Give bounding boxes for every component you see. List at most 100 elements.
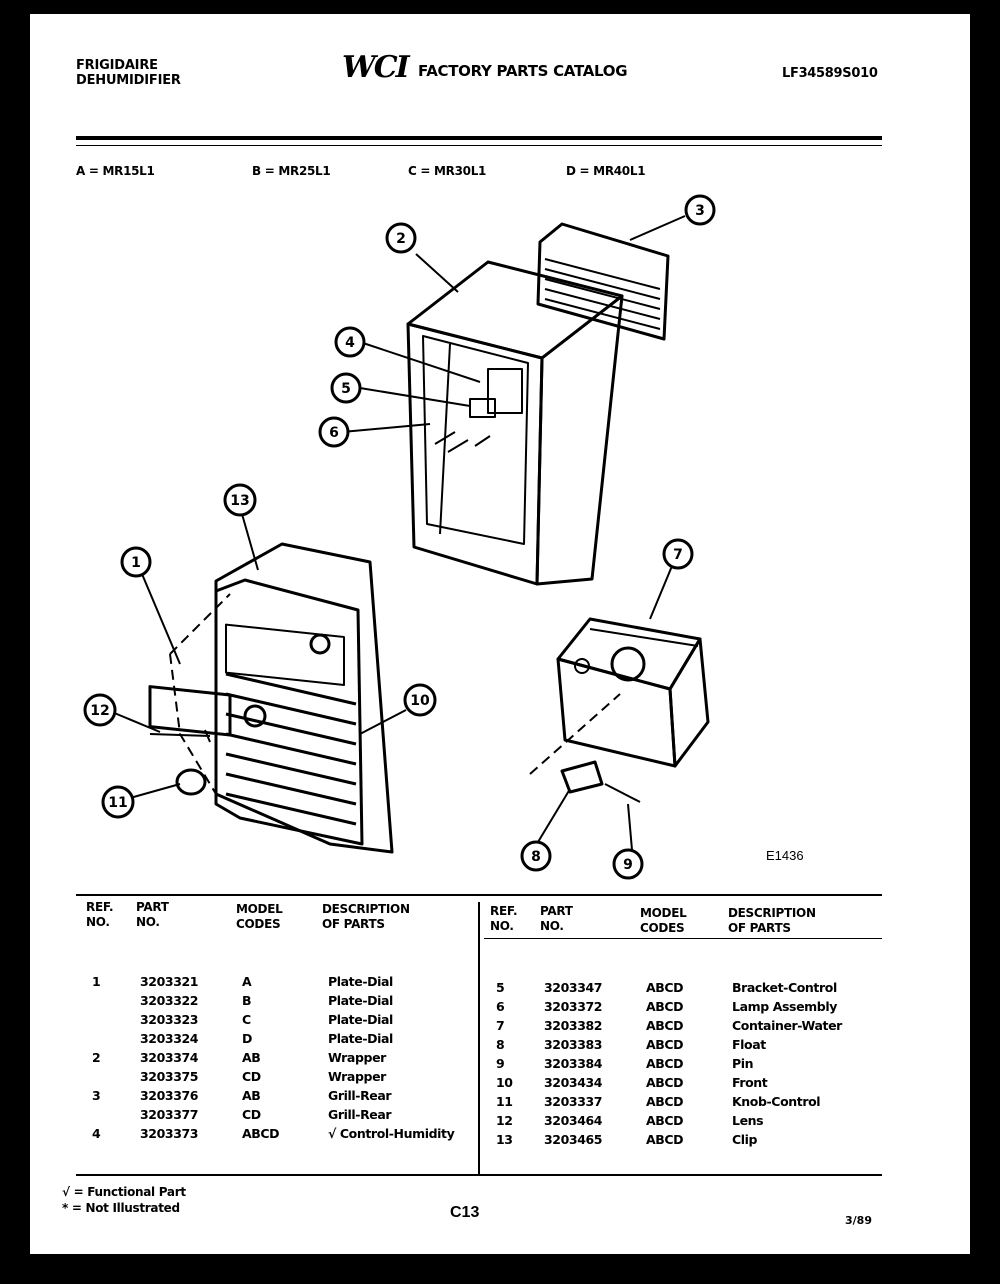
model-codes: ABCD [646,1037,684,1052]
part-description: Front [732,1075,768,1090]
ref-no: 3 [92,1088,101,1103]
ref-no: 2 [92,1050,101,1065]
model-codes: CD [242,1069,261,1084]
part-description: Bracket-Control [732,980,837,995]
part-description: Plate-Dial [328,993,393,1008]
part-description: Plate-Dial [328,974,393,989]
part-no: 3203321 [140,974,199,989]
product-name: DEHUMIDIFIER [76,73,181,88]
revision-date: 3/89 [845,1214,872,1227]
model-codes: ABCD [646,1132,684,1147]
catalog-page: FRIGIDAIRE DEHUMIDIFIER WCI FACTORY PART… [30,14,970,1254]
model-codes: ABCD [646,980,684,995]
part-description: Lamp Assembly [732,999,837,1014]
ref-no: 6 [496,999,505,1014]
model-codes: C [242,1012,251,1027]
callout-1: 1 [120,546,152,578]
model-codes: ABCD [646,1056,684,1071]
model-code-d: D = MR40L1 [566,164,646,178]
ref-no: 4 [92,1126,101,1141]
part-no: 3203373 [140,1126,199,1141]
ref-no: 5 [496,980,505,995]
part-description: Wrapper [328,1069,386,1084]
part-description: Container-Water [732,1018,842,1033]
rear-grill-part [536,222,670,341]
callout-12: 12 [83,693,117,727]
part-no: 3203323 [140,1012,199,1027]
knob-part [175,768,207,796]
legend: √ = Functional Part * = Not Illustrated [62,1184,186,1216]
part-no: 3203376 [140,1088,199,1103]
ref-no: 7 [496,1018,505,1033]
part-description: √ Control-Humidity [328,1126,455,1141]
callout-4: 4 [334,326,366,358]
table-row: 3203377 CD Grill-Rear [92,1105,492,1124]
part-no: 3203464 [544,1113,603,1128]
header-rule-thin [76,145,882,146]
model-codes: ABCD [646,1113,684,1128]
model-code-c: C = MR30L1 [408,164,487,178]
svg-text:11: 11 [108,795,127,811]
model-codes: AB [242,1088,261,1103]
part-description: Plate-Dial [328,1012,393,1027]
model-codes: CD [242,1107,261,1122]
callout-13: 13 [223,483,257,517]
table-row: 3203323 C Plate-Dial [92,1010,492,1029]
part-description: Lens [732,1113,764,1128]
control-bracket-part [434,368,523,453]
legend-functional: √ = Functional Part [62,1185,186,1199]
table-row: 3203375 CD Wrapper [92,1067,492,1086]
page-number: C13 [450,1204,480,1221]
svg-text:6: 6 [329,425,339,441]
callouts: 2 3 4 5 6 13 1 7 10 12 11 8 9 [83,194,716,880]
svg-text:10: 10 [410,693,430,709]
float-part [560,760,604,794]
part-no: 3203337 [544,1094,603,1109]
model-codes: B [242,993,252,1008]
model-codes: ABCD [646,1094,684,1109]
ref-no: 9 [496,1056,505,1071]
part-description: Pin [732,1056,754,1071]
table-row: 11 3203337 ABCD Knob-Control [496,1092,896,1111]
part-no: 3203375 [140,1069,199,1084]
figure-code: E1436 [766,848,804,863]
callout-8: 8 [520,840,552,872]
part-no: 3203384 [544,1056,603,1071]
part-description: Grill-Rear [328,1107,392,1122]
exploded-parts-diagram: 2 3 4 5 6 13 1 7 10 12 11 8 9 [83,194,716,880]
ref-no: 8 [496,1037,505,1052]
callout-10: 10 [403,683,437,717]
part-description: Plate-Dial [328,1031,393,1046]
table-top-rule [76,894,882,896]
model-codes: AB [242,1050,261,1065]
model-code-a: A = MR15L1 [76,164,155,178]
callout-2: 2 [385,222,417,254]
callout-3: 3 [684,194,716,226]
table-row: 9 3203384 ABCD Pin [496,1054,896,1073]
callout-11: 11 [101,785,135,819]
catalog-number: LF34589S010 [782,66,878,81]
part-no: 3203382 [544,1018,603,1033]
table-divider [478,902,480,1174]
svg-text:2: 2 [396,231,406,247]
legend-not-illustrated: * = Not Illustrated [62,1201,180,1215]
table-header-rule-right [484,938,882,939]
part-description: Grill-Rear [328,1088,392,1103]
part-no: 3203377 [140,1107,199,1122]
part-description: Knob-Control [732,1094,821,1109]
svg-text:1: 1 [131,555,141,571]
svg-text:3: 3 [695,203,705,219]
ref-no: 11 [496,1094,513,1109]
